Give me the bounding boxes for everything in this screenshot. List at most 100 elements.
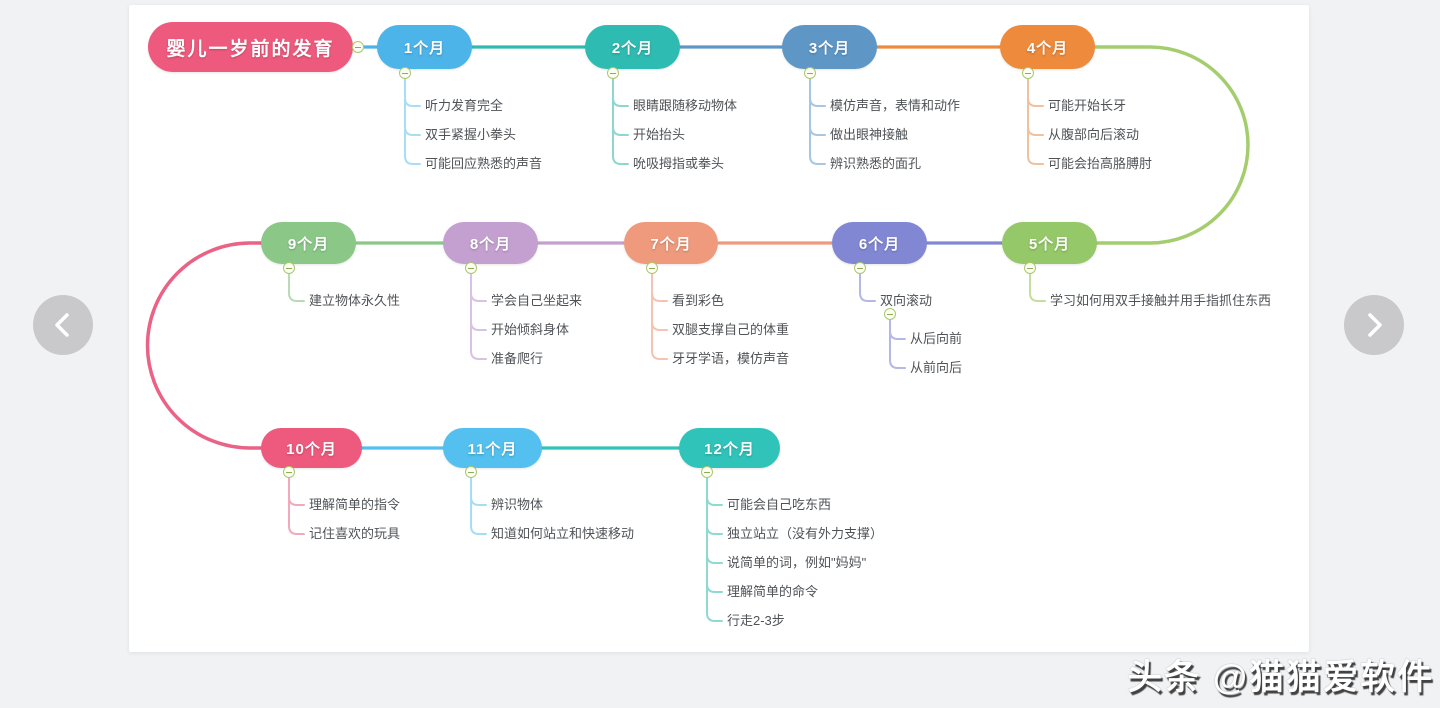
milestone-item[interactable]: 行走2-3步: [727, 613, 785, 628]
month-node-5[interactable]: 5个月: [1002, 222, 1097, 264]
milestone-item[interactable]: 牙牙学语，模仿声音: [672, 351, 790, 366]
connector-line: [651, 292, 668, 302]
connector-line: [612, 97, 629, 107]
milestone-item[interactable]: 可能会自己吃东西: [727, 497, 832, 512]
month-node-12[interactable]: 12个月: [679, 428, 780, 468]
connector-line: [1027, 97, 1044, 107]
month-node-2[interactable]: 2个月: [585, 25, 680, 69]
connector-line: [288, 292, 305, 302]
milestone-item[interactable]: 辨识物体: [491, 497, 544, 512]
connector-line: [612, 126, 629, 136]
collapse-minus-icon[interactable]: [1024, 262, 1036, 274]
milestone-item[interactable]: 双腿支撑自己的体重: [672, 322, 790, 337]
milestone-item[interactable]: 可能开始长牙: [1048, 98, 1127, 113]
watermark-text: 头条 @猫猫爱软件: [1127, 658, 1434, 697]
milestone-item[interactable]: 双向滚动: [880, 293, 933, 308]
collapse-minus-icon[interactable]: [352, 41, 364, 53]
milestone-item[interactable]: 可能回应熟悉的声音: [425, 156, 543, 171]
prev-slide-button[interactable]: [33, 295, 93, 355]
connector-line: [651, 350, 668, 360]
collapse-minus-icon[interactable]: [465, 466, 477, 478]
collapse-minus-icon[interactable]: [399, 67, 411, 79]
milestone-item[interactable]: 说简单的词，例如"妈妈": [727, 555, 867, 570]
milestone-item[interactable]: 记住喜欢的玩具: [309, 526, 401, 541]
connector-line: [706, 525, 723, 535]
connector-line: [809, 97, 826, 107]
collapse-minus-icon[interactable]: [804, 67, 816, 79]
collapse-minus-icon[interactable]: [465, 262, 477, 274]
root-node[interactable]: 婴儿一岁前的发育: [148, 22, 353, 72]
milestone-item[interactable]: 看到彩色: [672, 293, 725, 308]
chevron-right-icon: [1368, 313, 1382, 337]
milestone-item[interactable]: 准备爬行: [491, 351, 544, 366]
milestone-item[interactable]: 知道如何站立和快速移动: [491, 526, 635, 541]
connector-line: [145, 241, 263, 450]
connector-line: [1027, 126, 1044, 136]
milestone-item[interactable]: 开始倾斜身体: [491, 322, 570, 337]
connector-line: [1027, 155, 1044, 165]
milestone-item[interactable]: 吮吸拇指或拳头: [633, 156, 725, 171]
mindmap-canvas: [129, 5, 1309, 652]
chevron-left-icon: [55, 313, 69, 337]
connector-line: [859, 292, 876, 302]
month-node-6[interactable]: 6个月: [832, 222, 927, 264]
collapse-minus-icon[interactable]: [1022, 67, 1034, 79]
connector-line: [706, 612, 723, 622]
month-node-1[interactable]: 1个月: [377, 25, 472, 69]
month-node-8[interactable]: 8个月: [443, 222, 538, 264]
connector-line: [470, 321, 487, 331]
connector-line: [404, 97, 421, 107]
connector-line: [651, 321, 668, 331]
connector-line: [470, 350, 487, 360]
month-node-9[interactable]: 9个月: [261, 222, 356, 264]
month-node-11[interactable]: 11个月: [443, 428, 542, 468]
milestone-item[interactable]: 独立站立（没有外力支撑）: [727, 526, 884, 541]
connector-line: [288, 496, 305, 506]
connector-line: [612, 155, 629, 165]
month-node-4[interactable]: 4个月: [1000, 25, 1095, 69]
milestone-item[interactable]: 开始抬头: [633, 127, 686, 142]
milestone-item[interactable]: 眼睛跟随移动物体: [633, 98, 738, 113]
connector-line: [706, 583, 723, 593]
milestone-item[interactable]: 模仿声音，表情和动作: [830, 98, 961, 113]
connector-line: [706, 554, 723, 564]
milestone-item[interactable]: 学会自己坐起来: [491, 293, 583, 308]
collapse-minus-icon[interactable]: [884, 308, 896, 320]
month-node-3[interactable]: 3个月: [782, 25, 877, 69]
connector-line: [809, 155, 826, 165]
milestone-item[interactable]: 辨识熟悉的面孔: [830, 156, 922, 171]
collapse-minus-icon[interactable]: [646, 262, 658, 274]
collapse-minus-icon[interactable]: [283, 262, 295, 274]
milestone-item[interactable]: 可能会抬高胳膊肘: [1048, 156, 1153, 171]
milestone-item[interactable]: 学习如何用双手接触并用手指抓住东西: [1050, 293, 1272, 308]
month-node-10[interactable]: 10个月: [261, 428, 362, 468]
connector-line: [706, 496, 723, 506]
milestone-item[interactable]: 做出眼神接触: [830, 127, 909, 142]
connector-line: [1029, 292, 1046, 302]
connector-line: [288, 525, 305, 535]
connector-line: [470, 496, 487, 506]
connector-line: [470, 292, 487, 302]
collapse-minus-icon[interactable]: [701, 466, 713, 478]
next-slide-button[interactable]: [1344, 295, 1404, 355]
month-node-7[interactable]: 7个月: [624, 222, 718, 264]
connector-line: [404, 126, 421, 136]
connector-line: [1093, 45, 1250, 245]
milestone-item[interactable]: 从后向前: [910, 331, 963, 346]
collapse-minus-icon[interactable]: [607, 67, 619, 79]
connector-line: [889, 330, 906, 340]
milestone-item[interactable]: 从腹部向后滚动: [1048, 127, 1140, 142]
connector-line: [470, 525, 487, 535]
milestone-item[interactable]: 建立物体永久性: [309, 293, 401, 308]
connector-line: [889, 359, 906, 369]
milestone-item[interactable]: 从前向后: [910, 360, 963, 375]
milestone-item[interactable]: 理解简单的指令: [309, 497, 401, 512]
milestone-item[interactable]: 双手紧握小拳头: [425, 127, 517, 142]
milestone-item[interactable]: 听力发育完全: [425, 98, 504, 113]
collapse-minus-icon[interactable]: [854, 262, 866, 274]
connector-line: [809, 126, 826, 136]
milestone-item[interactable]: 理解简单的命令: [727, 584, 819, 599]
collapse-minus-icon[interactable]: [283, 466, 295, 478]
